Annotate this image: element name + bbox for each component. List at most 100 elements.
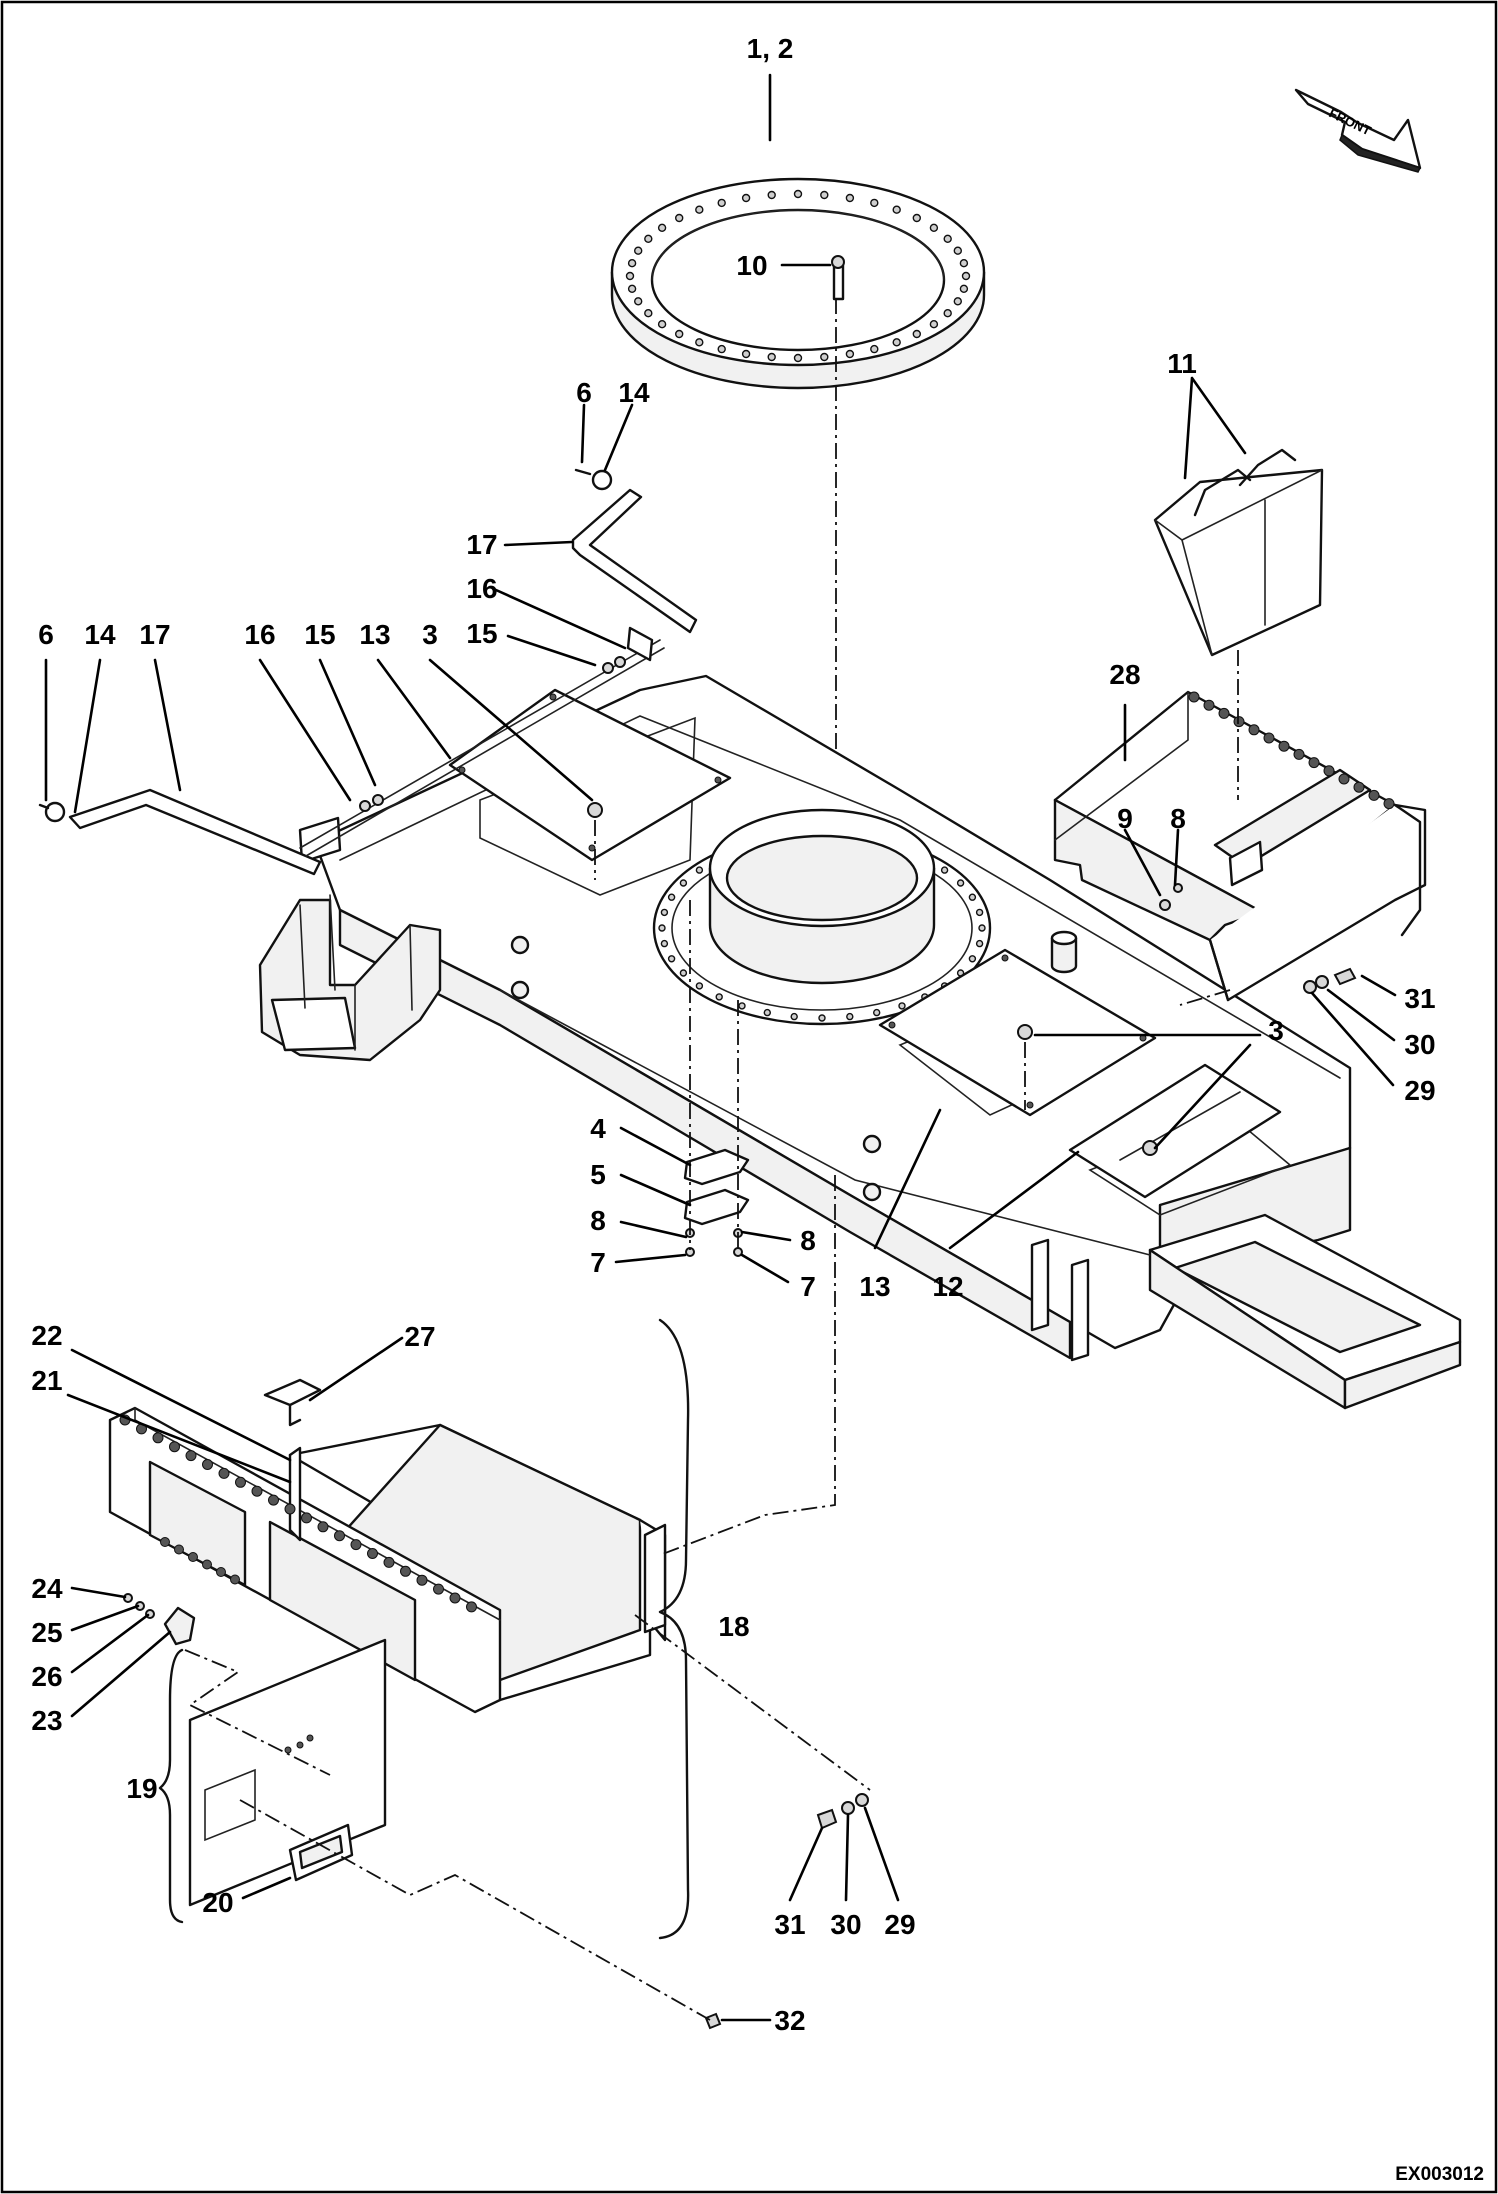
toolbox-bolt-hole bbox=[174, 1544, 184, 1555]
boss-bolt-hole bbox=[667, 893, 676, 901]
boss-bolt-hole bbox=[660, 908, 669, 917]
ring-bolt-hole bbox=[695, 338, 704, 347]
ring-bolt-hole bbox=[870, 198, 879, 208]
callout-3-upper: 3 bbox=[422, 619, 438, 650]
boss-bolt-hole bbox=[873, 1008, 881, 1017]
boss-bolt-hole bbox=[790, 1012, 798, 1021]
toolbox-bolt-hole bbox=[268, 1494, 279, 1506]
callout-27: 27 bbox=[404, 1321, 435, 1352]
toolbox-bolt-hole bbox=[301, 1512, 312, 1524]
callout-15-left: 15 bbox=[304, 619, 335, 650]
boss-bolt-hole bbox=[763, 1008, 771, 1017]
toolbox-bolt-hole bbox=[235, 1476, 246, 1488]
cover-plate-12 bbox=[1068, 1063, 1282, 1199]
ring-bolt-hole bbox=[675, 329, 684, 339]
boss-bolt-hole bbox=[940, 866, 949, 874]
callout-29-lower: 29 bbox=[884, 1909, 915, 1940]
ring-bolt-hole bbox=[717, 344, 726, 354]
bracket-bolt-hole bbox=[1353, 781, 1365, 793]
toolbox-bolt-hole bbox=[160, 1537, 170, 1547]
step-box-11 bbox=[1153, 448, 1324, 657]
boss-bolt-hole bbox=[818, 1014, 826, 1022]
gasket-set bbox=[683, 1148, 750, 1257]
callout-20: 20 bbox=[202, 1887, 233, 1918]
ring-bolt-hole bbox=[961, 271, 971, 281]
callout-3-right: 3 bbox=[1268, 1015, 1284, 1046]
toolbox-bolt-hole bbox=[188, 1552, 198, 1562]
callout-10: 10 bbox=[736, 250, 767, 281]
boss-bolt-hole bbox=[968, 893, 977, 901]
ring-bolt-hole bbox=[741, 349, 751, 359]
centerline-bolt-32 bbox=[239, 1799, 711, 2021]
ring-bolt-hole bbox=[820, 352, 829, 362]
toolbox-bolt-hole bbox=[284, 1503, 296, 1515]
toolbox-bolt-hole bbox=[202, 1459, 213, 1470]
bolt-32 bbox=[704, 2012, 722, 2030]
boss-bolt-hole bbox=[975, 908, 984, 917]
toolbox-bolt-hole bbox=[433, 1583, 444, 1595]
toolbox-bolt-hole bbox=[367, 1548, 378, 1559]
cover-plate-13-right bbox=[878, 948, 1157, 1117]
bracket-bolt-hole bbox=[1338, 773, 1350, 785]
callout-14-upper: 14 bbox=[618, 377, 650, 408]
callout-24: 24 bbox=[31, 1573, 63, 1604]
bracket-bolt-hole bbox=[1188, 691, 1200, 703]
boss-bolt-hole bbox=[975, 939, 984, 948]
boss-bolt-hole bbox=[738, 1002, 746, 1010]
ring-bolt-hole bbox=[627, 259, 637, 268]
ring-bolt-hole bbox=[657, 320, 667, 329]
bracket-bolt-hole bbox=[1203, 699, 1215, 711]
ring-bolt-hole bbox=[657, 223, 667, 233]
boss-bolt-hole bbox=[968, 955, 977, 963]
bracket-28-bolt-holes bbox=[1188, 691, 1395, 810]
callout-26: 26 bbox=[31, 1661, 62, 1692]
callout-8-bracket: 8 bbox=[1170, 803, 1186, 834]
callout-12: 12 bbox=[932, 1271, 963, 1302]
boss-bolt-hole bbox=[898, 1002, 906, 1010]
bracket-bolt-hole bbox=[1263, 732, 1275, 744]
ring-bolt-hole bbox=[695, 205, 704, 214]
callout-14-left: 14 bbox=[84, 619, 116, 650]
slewing-ring bbox=[610, 177, 986, 390]
drawing-number: EX003012 bbox=[1395, 2164, 1484, 2185]
ring-bolt-hole bbox=[892, 205, 901, 214]
ring-bolt-hole bbox=[644, 309, 653, 318]
ring-bolt-hole bbox=[845, 193, 855, 203]
right-pipe-bracket-assembly bbox=[571, 468, 698, 674]
toolbox-bolt-hole bbox=[218, 1467, 230, 1479]
ring-bolt-hole bbox=[959, 259, 969, 268]
toolbox-bolt-hole bbox=[466, 1601, 477, 1613]
callout-11: 11 bbox=[1167, 348, 1197, 379]
ring-bolt-hole bbox=[675, 213, 684, 223]
centerline-bracket-28-side bbox=[1179, 989, 1231, 1006]
bracket-bolt-hole bbox=[1383, 798, 1395, 810]
ring-bolt-hole bbox=[767, 190, 776, 200]
callout-21: 21 bbox=[31, 1365, 62, 1396]
callout-32: 32 bbox=[774, 2005, 805, 2036]
bolt-set-lower bbox=[816, 1793, 869, 1830]
callout-7-left: 7 bbox=[590, 1247, 606, 1278]
boss-bolt-hole bbox=[956, 879, 965, 887]
callout-16-upper: 16 bbox=[466, 573, 497, 604]
slewing-ring-bolt-holes bbox=[625, 189, 971, 363]
ring-bolt-hole bbox=[929, 223, 939, 233]
latch-20 bbox=[288, 1823, 354, 1882]
ring-bolt-hole bbox=[892, 338, 901, 347]
toolbox-bolt-hole bbox=[185, 1450, 197, 1462]
ring-bolt-hole bbox=[959, 284, 969, 293]
boss-bolt-hole bbox=[679, 969, 688, 977]
callout-13-lower: 13 bbox=[859, 1271, 890, 1302]
ring-bolt-hole bbox=[741, 193, 751, 203]
ring-bolt-hole bbox=[943, 309, 952, 318]
toolbox-bolt-hole bbox=[449, 1592, 461, 1604]
callout-31-upper: 31 bbox=[1404, 983, 1435, 1014]
callout-numbers: 1, 2 10 11 6 14 17 16 15 6 14 17 16 15 1… bbox=[31, 33, 1435, 2036]
ring-bolt-hole bbox=[717, 198, 726, 208]
bolt-set-upper bbox=[1303, 967, 1357, 994]
callout-7-right: 7 bbox=[800, 1271, 816, 1302]
bracket-bolt-hole bbox=[1233, 716, 1245, 728]
boss-bolt-hole bbox=[658, 924, 666, 932]
boss-bolt-hole bbox=[679, 879, 688, 887]
callout-9: 9 bbox=[1117, 803, 1133, 834]
callout-8-gasket-left: 8 bbox=[590, 1205, 606, 1236]
